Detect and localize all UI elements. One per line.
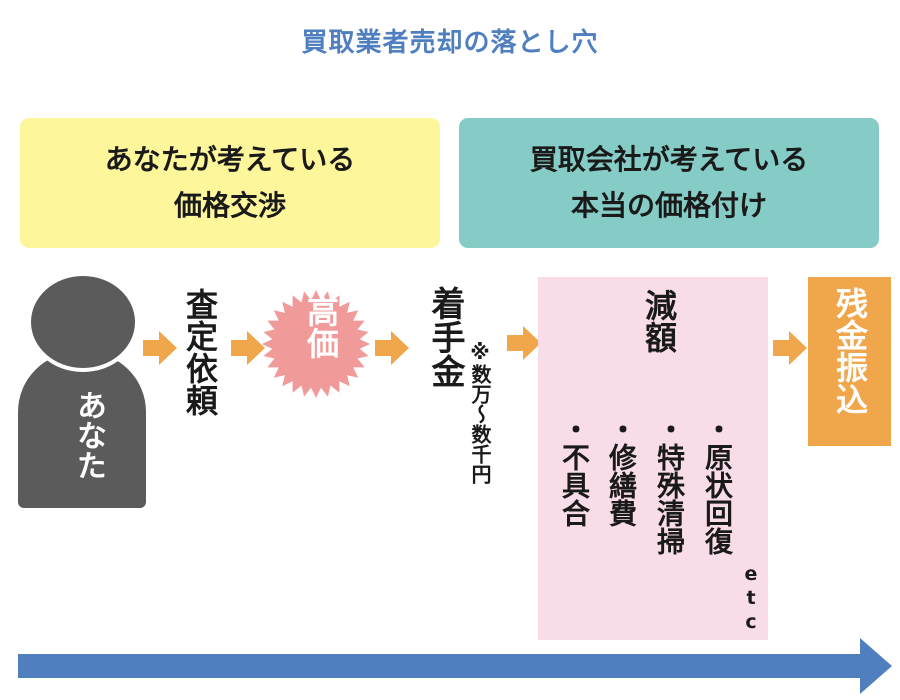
arrow-right-icon xyxy=(231,331,265,365)
reduction-item: ・不具合 xyxy=(558,415,591,527)
step-deposit: 着手金 xyxy=(425,286,465,388)
step-appraisal: 査定依頼 xyxy=(181,288,219,416)
person-icon: あなた xyxy=(18,272,146,508)
timeline-arrow-icon xyxy=(18,638,892,694)
reduction-item: ・特殊清掃 xyxy=(653,415,686,555)
reduction-item: ・修繕費 xyxy=(605,415,638,527)
header-line: 買取会社が考えている xyxy=(529,143,809,176)
final-payment-box: 残金振込 xyxy=(808,277,891,446)
header-line: 本当の価格付け xyxy=(570,189,767,222)
step-high-price: 高価 xyxy=(302,295,340,359)
header-line: あなたが考えている xyxy=(104,143,356,176)
starburst-icon xyxy=(262,290,370,398)
reduction-item: ・原状回復 xyxy=(701,415,734,555)
page-title: 買取業者売却の落とし穴 xyxy=(301,28,599,58)
buyer-pricing-header: 買取会社が考えている 本当の価格付け xyxy=(459,118,879,248)
reduction-title: 減額 xyxy=(640,289,678,353)
etc-label: etc xyxy=(740,563,762,635)
header-line: 価格交渉 xyxy=(173,189,286,222)
step-final-payment: 残金振込 xyxy=(831,287,869,415)
arrow-right-icon xyxy=(773,331,807,365)
arrow-right-icon xyxy=(507,326,541,360)
your-negotiation-header: あなたが考えている 価格交渉 xyxy=(20,118,440,248)
arrow-right-icon xyxy=(375,331,409,365)
arrow-right-icon xyxy=(143,331,177,365)
reduction-panel: 減額 ・原状回復 ・特殊清掃 ・修繕費 ・不具合 etc xyxy=(538,277,768,640)
person-label: あなた xyxy=(71,390,106,480)
deposit-note: ※数万〜数千円 xyxy=(468,340,492,484)
